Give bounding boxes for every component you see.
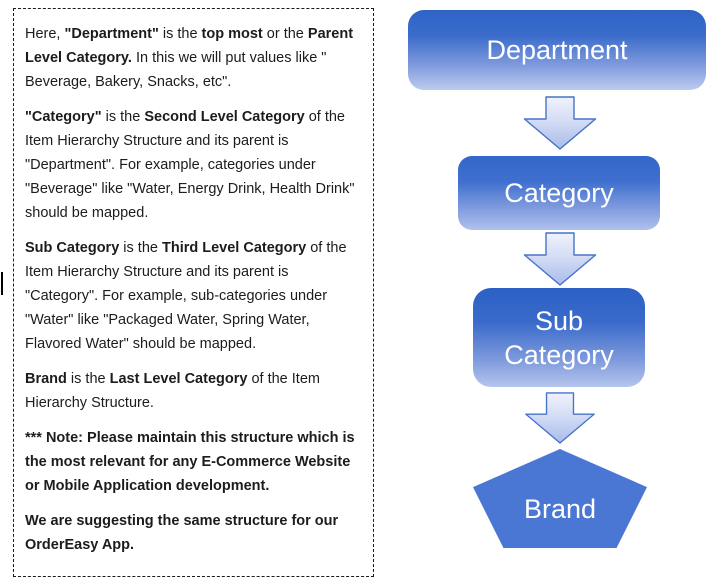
text-run: Third Level Category xyxy=(161,240,307,256)
text-run: "Category" xyxy=(25,109,102,125)
paragraph: Here, "Department" is the top most or th… xyxy=(25,22,361,94)
text-run: is the xyxy=(119,240,162,256)
text-run: Brand xyxy=(25,371,67,387)
text-run: or the xyxy=(262,26,308,42)
text-run: is the xyxy=(66,371,110,387)
paragraph: We are suggesting the same structure for… xyxy=(25,509,361,557)
text-run: We are suggesting the same structure for… xyxy=(25,513,339,553)
text-run: Parent Level Category. xyxy=(25,26,354,66)
diagram-node-brand: Brand xyxy=(473,449,647,548)
diagram-node-sub-category: Sub Category xyxy=(473,288,645,387)
paragraph: "Category" is the Second Level Category … xyxy=(25,105,361,225)
text-run: is the xyxy=(101,109,145,125)
text-run: *** Note: Please maintain this structure… xyxy=(25,430,355,494)
paragraph: Brand is the Last Level Category of the … xyxy=(25,367,361,415)
text-run: of the Item Hierarchy Structure and its … xyxy=(25,240,347,352)
node-label: Brand xyxy=(523,493,597,524)
text-run: Second Level Category xyxy=(144,109,305,125)
text-run: Sub Category xyxy=(25,240,120,256)
node-label: Department xyxy=(486,35,628,65)
text-run: is the xyxy=(158,26,202,42)
text-run: In this we will put values like " Bevera… xyxy=(25,50,327,90)
text-cursor xyxy=(1,272,3,295)
down-block-arrow-icon xyxy=(523,232,597,286)
node-label: Category xyxy=(504,178,614,208)
paragraph: *** Note: Please maintain this structure… xyxy=(25,426,361,498)
notes-panel[interactable]: Here, "Department" is the top most or th… xyxy=(13,8,374,577)
text-run: Last Level Category xyxy=(109,371,248,387)
description-text: Here, "Department" is the top most or th… xyxy=(25,22,361,557)
down-block-arrow-icon xyxy=(525,392,595,444)
paragraph: Sub Category is the Third Level Category… xyxy=(25,236,361,356)
text-run: of the Item Hierarchy Structure and its … xyxy=(25,109,355,221)
text-run: top most xyxy=(201,26,263,42)
text-run: Here, xyxy=(25,26,65,42)
diagram-node-department: Department xyxy=(408,10,706,90)
text-run: of the Item Hierarchy Structure. xyxy=(25,371,320,411)
node-label: Sub Category xyxy=(504,305,614,370)
text-run: "Department" xyxy=(64,26,159,42)
down-block-arrow-icon xyxy=(523,96,597,150)
diagram-node-category: Category xyxy=(458,156,660,230)
